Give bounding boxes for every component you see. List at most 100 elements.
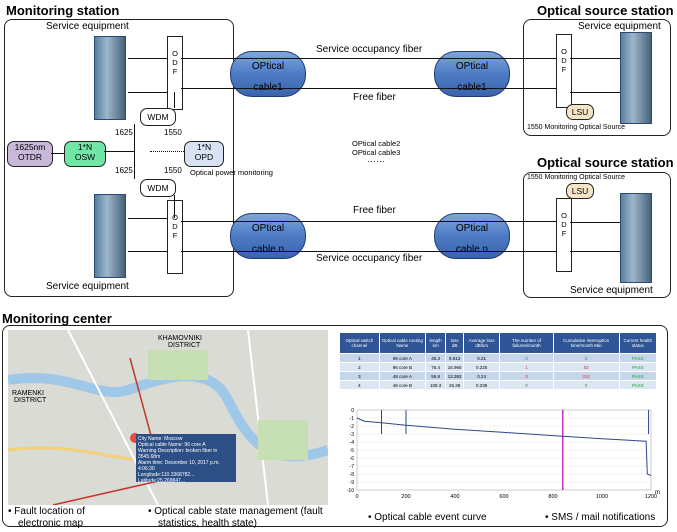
fiber-line — [570, 222, 620, 223]
table-cell: 96 core B — [378, 362, 426, 372]
caption-sms: • SMS / mail notifications — [545, 512, 656, 523]
lsu-top: LSU — [566, 104, 594, 120]
table-cell: PASS — [618, 362, 658, 372]
service-equipment-bottom-label: Service equipment — [46, 281, 129, 292]
table-cell: 2 — [339, 362, 380, 372]
table-header: Cumulative interruption time/month Min — [552, 332, 620, 354]
free-fiber-top — [181, 88, 556, 89]
source-station-top-title: Optical source station — [537, 3, 674, 18]
connector — [174, 92, 175, 108]
y-tick-label: -7 — [350, 464, 355, 470]
table-cell: 16.965 — [445, 362, 464, 372]
otdr-trace — [356, 417, 652, 477]
source-station-bottom-title: Optical source station — [537, 155, 674, 170]
monitoring-center-box — [2, 325, 668, 527]
table-header: Optical switch channel — [339, 332, 380, 354]
free-fiber-label-bottom: Free fiber — [353, 205, 396, 216]
source-rack-bottom — [620, 193, 652, 283]
monitoring-center-title: Monitoring center — [2, 311, 112, 326]
y-tick-label: -6 — [350, 456, 355, 462]
y-tick-label: -3 — [350, 432, 355, 438]
y-tick-label: -5 — [350, 448, 355, 454]
x-tick-label: 1200 — [645, 494, 657, 500]
table-cell: 0 — [499, 380, 554, 390]
table-cell: 48 core B — [378, 380, 426, 390]
table-cell: 0.21 — [462, 353, 501, 363]
table-cell: 312 — [552, 371, 620, 381]
wavelength-1625-bottom: 1625 — [115, 166, 133, 175]
y-tick-label: -10 — [347, 488, 354, 494]
table-cell: 0.235 — [462, 380, 501, 390]
connector — [174, 195, 175, 218]
table-cell: 4 — [339, 380, 380, 390]
x-tick-label: 200 — [401, 494, 410, 500]
table-cell: 0 — [499, 353, 554, 363]
source-top-service-equipment-label: Service equipment — [578, 21, 661, 32]
wavelength-1625-top: 1625 — [115, 128, 133, 137]
fiber-line — [570, 58, 620, 59]
table-cell: 75.4 — [424, 362, 447, 372]
connector — [104, 151, 135, 152]
wavelength-1550-top: 1550 — [164, 128, 182, 137]
y-tick-label: -8 — [350, 472, 355, 478]
wavelength-1550-bottom: 1550 — [164, 166, 182, 175]
table-cell: 45.3 — [424, 353, 447, 363]
y-tick-label: 0 — [351, 408, 354, 414]
table-header: The number of failures/month — [499, 332, 554, 354]
x-tick-label: 400 — [450, 494, 459, 500]
table-cell: 3 — [499, 371, 554, 381]
service-equipment-rack-bottom — [94, 194, 126, 278]
map-alarm-popup: City Name: Moscow Optical cable Name: 96… — [136, 434, 236, 484]
monitoring-station-title: Monitoring station — [6, 3, 120, 18]
y-tick-label: -1 — [350, 416, 355, 422]
electronic-map[interactable]: KHAMOVNIKI DISTRICT RAMENKI DISTRICT Cit… — [8, 330, 328, 505]
fiber-line — [570, 92, 620, 93]
service-fiber-top — [181, 58, 556, 59]
table-cell: 48 core A — [378, 371, 426, 381]
service-equipment-top-label: Service equipment — [46, 21, 129, 32]
y-tick-label: -2 — [350, 424, 355, 430]
table-cell: 82 — [552, 362, 620, 372]
y-tick-label: -9 — [350, 480, 355, 486]
source-bottom-service-equipment-label: Service equipment — [570, 285, 653, 296]
caption-curve: • Optical cable event curve — [368, 512, 487, 523]
x-tick-label: 800 — [548, 494, 557, 500]
table-cell: 96 core A — [378, 353, 426, 363]
x-tick-label: 1000 — [596, 494, 608, 500]
caption-map-line2: electronic map — [18, 518, 84, 529]
caption-table: • Optical cable state management (fault — [148, 506, 323, 517]
table-header: loss dB — [445, 332, 464, 354]
middle-cable-label: OPtical cable3 — [352, 148, 401, 157]
table-cell: PASS — [618, 353, 658, 363]
caption-map: • Fault location of — [8, 506, 85, 517]
table-cell: 0 — [552, 353, 620, 363]
monitoring-station-box — [4, 19, 234, 297]
connector — [150, 151, 184, 152]
service-fiber-label-bottom: Service occupancy fiber — [316, 253, 423, 264]
opm-label: Optical power monitoring — [190, 168, 273, 177]
table-cell: 25.38 — [445, 380, 464, 390]
middle-cable-label: OPtical cable2 — [352, 139, 401, 148]
table-cell: 1 — [499, 362, 554, 372]
free-fiber-label-top: Free fiber — [353, 92, 396, 103]
table-header: Current health status — [618, 332, 658, 354]
wdm-bottom: WDM — [140, 179, 176, 197]
caption-table-line2: statistics, health state) — [158, 518, 257, 529]
cable-status-table: Optical switch channel Optical cable rou… — [339, 332, 658, 390]
free-fiber-bottom — [181, 221, 556, 222]
table-cell: 13.392 — [445, 371, 464, 381]
source-rack-top — [620, 32, 652, 124]
fiber-line — [128, 251, 167, 252]
table-cell: 0.225 — [462, 362, 501, 372]
wdm-top: WDM — [140, 108, 176, 126]
table-cell: PASS — [618, 371, 658, 381]
